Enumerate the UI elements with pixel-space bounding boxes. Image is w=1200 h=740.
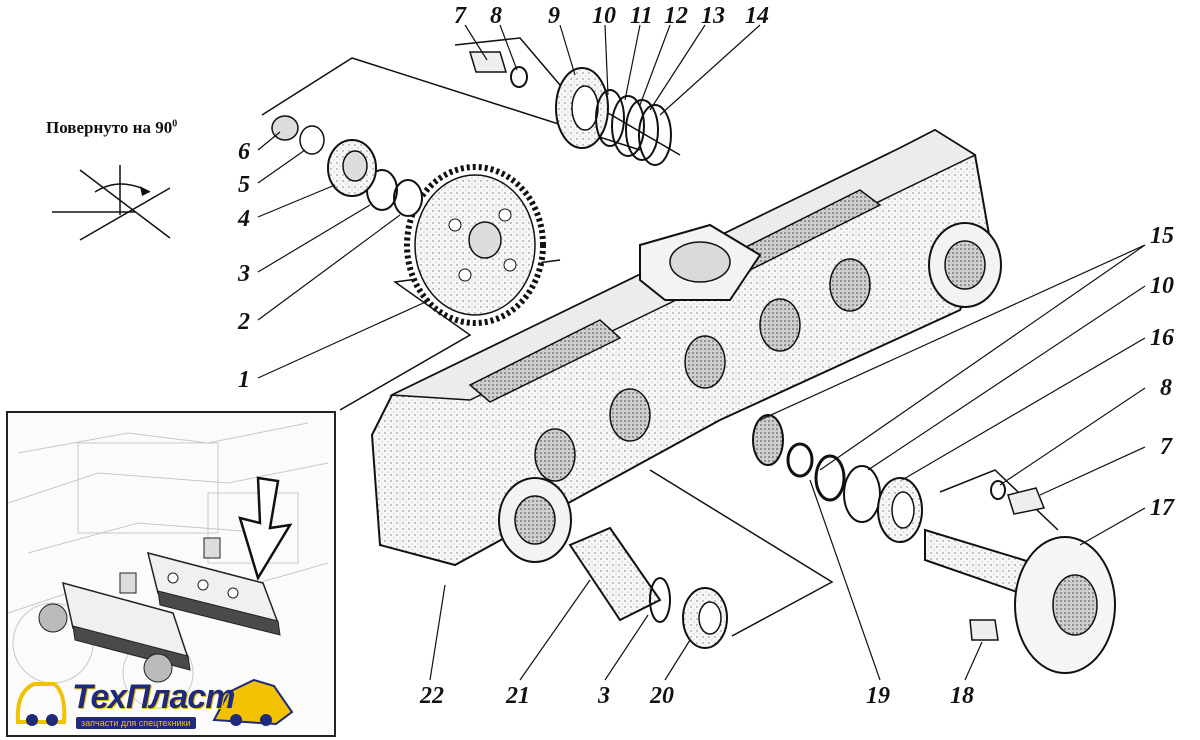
callout-1: 1 <box>238 367 250 393</box>
callout-18: 18 <box>950 683 974 709</box>
callout-3-left: 3 <box>238 261 250 287</box>
callout-20: 20 <box>650 683 674 709</box>
callout-10-top: 10 <box>592 3 616 29</box>
callout-11: 11 <box>630 3 653 29</box>
brand-tagline: запчасти для спецтехники <box>76 717 196 729</box>
top-parts <box>468 51 672 166</box>
callout-2: 2 <box>238 309 250 335</box>
inset-track-lower <box>38 572 191 683</box>
bracket-top <box>454 37 681 156</box>
callout-10-right: 10 <box>1150 273 1174 299</box>
right-parts <box>752 414 1116 674</box>
callout-8-right: 8 <box>1160 375 1172 401</box>
callout-8-top: 8 <box>490 3 502 29</box>
rotation-caption-degree: 0 <box>172 118 178 130</box>
callout-9: 9 <box>548 3 560 29</box>
left-parts <box>271 115 423 217</box>
callout-7-top: 7 <box>454 3 466 29</box>
brand-logo-graphic <box>15 678 294 726</box>
brand-name: ТехПласт <box>72 678 235 716</box>
housing <box>370 128 1002 567</box>
bracket-bottom <box>649 469 834 637</box>
rotation-caption-text: Повернуто на 90 <box>46 118 173 137</box>
callout-14: 14 <box>745 3 769 29</box>
bracket-left-upper <box>261 57 641 151</box>
inset-drawing <box>8 422 329 709</box>
location-inset <box>6 411 336 737</box>
callout-13: 13 <box>701 3 725 29</box>
callout-21: 21 <box>506 683 530 709</box>
brand-logo: ТехПласт запчасти для спецтехники <box>14 672 304 730</box>
arrow-icon <box>238 476 293 582</box>
callout-12: 12 <box>664 3 688 29</box>
callout-7-right: 7 <box>1160 434 1172 460</box>
callout-17: 17 <box>1150 495 1174 521</box>
gear-part <box>404 164 546 326</box>
callout-22: 22 <box>420 683 444 709</box>
callout-5: 5 <box>238 172 250 198</box>
rotation-symbol <box>52 165 171 241</box>
callout-3-bottom: 3 <box>598 683 610 709</box>
bottom-parts <box>568 526 728 649</box>
callout-6: 6 <box>238 139 250 165</box>
inset-track-upper <box>146 537 281 636</box>
callout-15: 15 <box>1150 223 1174 249</box>
callout-4: 4 <box>238 206 250 232</box>
callout-16: 16 <box>1150 325 1174 351</box>
leader-lines <box>257 24 1146 681</box>
callout-19: 19 <box>866 683 890 709</box>
rotation-caption: Повернуто на 900 <box>46 118 177 138</box>
